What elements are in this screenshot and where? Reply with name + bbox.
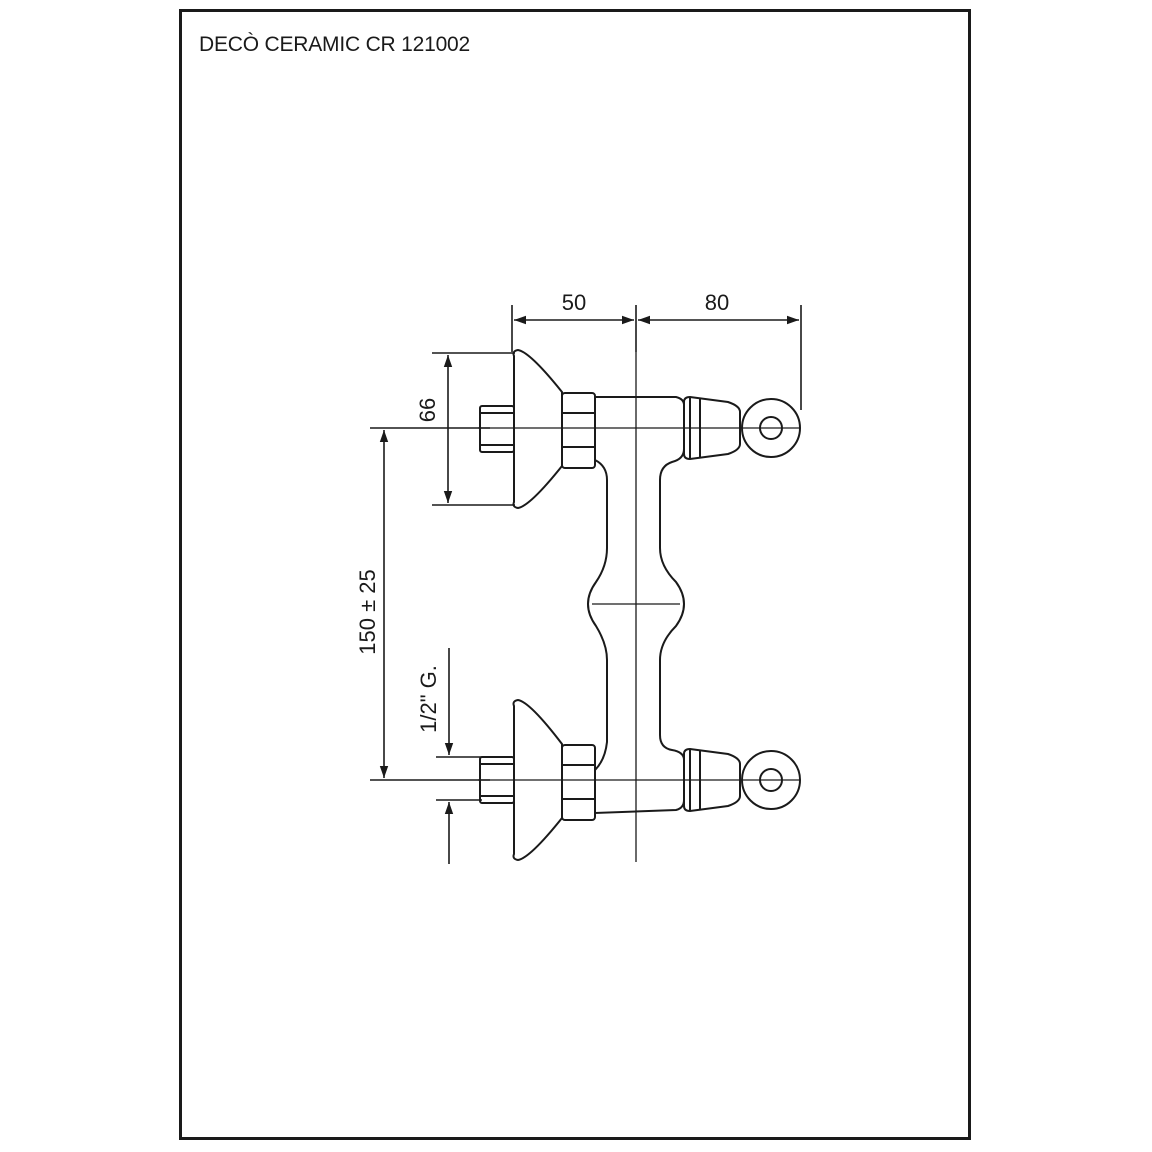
dimension-label-80: 80 xyxy=(705,290,729,315)
dimension-width xyxy=(511,305,802,410)
drawing-title: DECÒ CERAMIC CR 121002 xyxy=(199,33,471,56)
centerlines xyxy=(478,352,800,862)
dimension-label-thread: 1/2" G. xyxy=(416,665,441,733)
top-connection xyxy=(479,348,801,510)
mixer-body xyxy=(587,396,685,815)
dimension-label-66: 66 xyxy=(415,398,440,422)
bottom-connection xyxy=(479,698,801,862)
dimension-label-50: 50 xyxy=(562,290,586,315)
dimension-thread xyxy=(436,648,482,864)
dimension-escutcheon xyxy=(432,352,515,506)
dimension-center-distance xyxy=(370,427,490,781)
dimension-label-center-distance: 150 ± 25 xyxy=(355,569,380,654)
drawing-frame xyxy=(179,9,971,1140)
